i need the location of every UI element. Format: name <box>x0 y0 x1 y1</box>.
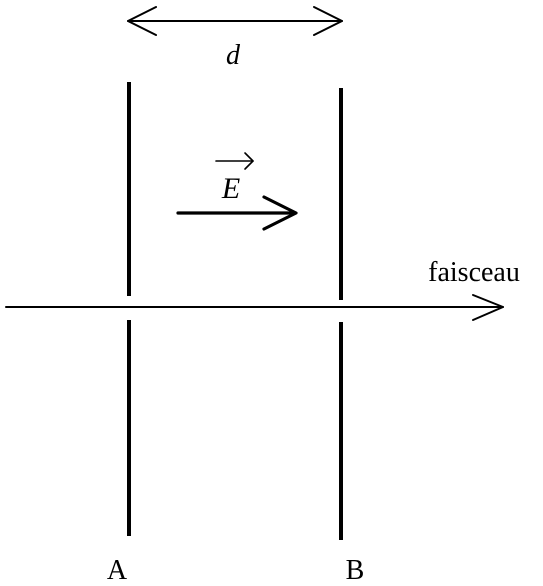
beam-label: faisceau <box>428 257 520 288</box>
distance-arrow <box>127 6 343 36</box>
plate-b-label: B <box>346 555 365 586</box>
field-arrow <box>176 195 298 231</box>
field-vector-symbol <box>215 152 254 170</box>
distance-label: d <box>226 40 241 71</box>
plate-a-label: A <box>107 555 128 586</box>
field-label: E <box>221 172 240 205</box>
beam-arrow <box>5 294 504 321</box>
